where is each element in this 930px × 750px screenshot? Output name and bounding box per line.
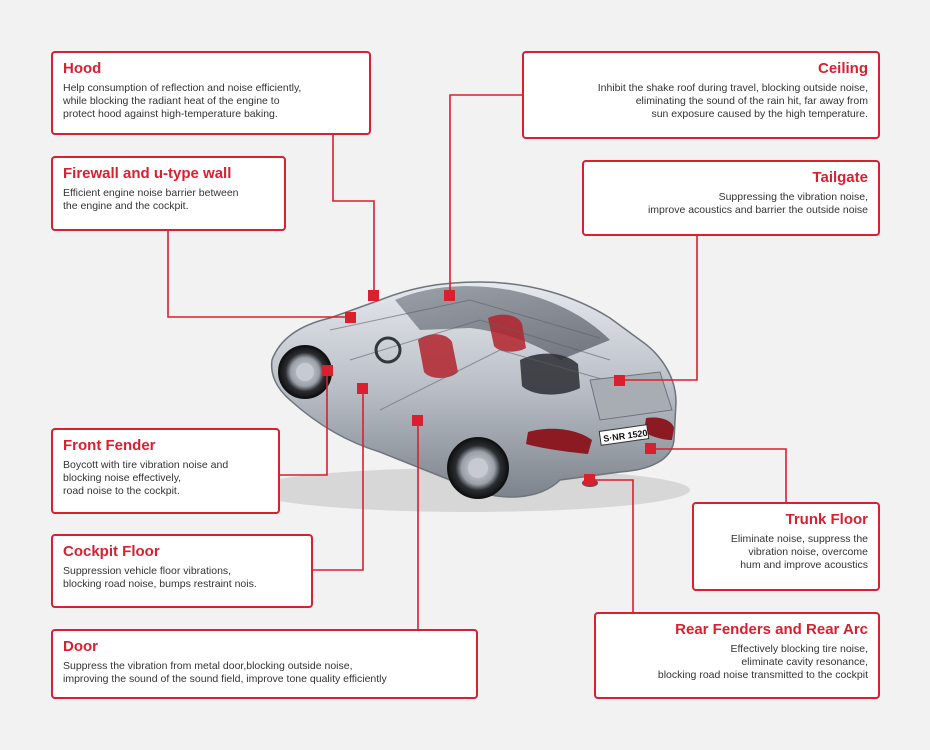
callout-cockpit-floor-text: Suppression vehicle floor vibrations, bl…: [63, 565, 257, 590]
callout-tailgate-text: Suppressing the vibration noise, improve…: [647, 191, 868, 216]
callout-trunk-floor-text: Eliminate noise, suppress the vibration …: [730, 533, 868, 571]
marker-trunk-floor: [645, 443, 656, 454]
callout-tailgate: Tailgate Suppressing the vibration noise…: [582, 160, 880, 236]
callout-hood-title: Hood: [63, 60, 102, 77]
car-trunk: [589, 371, 673, 421]
callout-cockpit-floor: Cockpit Floor Suppression vehicle floor …: [51, 534, 313, 608]
connector-tailgate: [620, 235, 698, 381]
connector-trunk-floor: [650, 448, 787, 503]
connector-firewall: [167, 230, 350, 318]
marker-front-fender: [322, 365, 333, 376]
callout-hood: Hood Help consumption of reflection and …: [51, 51, 371, 135]
callout-door-text: Suppress the vibration from metal door,b…: [63, 660, 387, 685]
license-plate: [598, 424, 650, 446]
callout-front-fender-text: Boycott with tire vibration noise and bl…: [63, 459, 229, 497]
connector-ceiling: [449, 94, 523, 295]
callout-rear-fenders: Rear Fenders and Rear Arc Effectively bl…: [594, 612, 880, 699]
car-seat-front: [418, 334, 458, 378]
marker-hood: [368, 290, 379, 301]
callout-tailgate-title: Tailgate: [812, 169, 868, 186]
connector-lines: [167, 94, 787, 630]
tail-light-left: [526, 428, 592, 454]
steering-wheel: [374, 336, 402, 364]
car-illustration: S·NR 1520: [250, 281, 690, 512]
marker-door: [412, 415, 423, 426]
car-seat-back: [520, 353, 580, 395]
callout-rear-fenders-title: Rear Fenders and Rear Arc: [675, 621, 868, 638]
callout-firewall-title: Firewall and u-type wall: [63, 165, 232, 182]
callout-ceiling-text: Inhibit the shake roof during travel, bl…: [597, 82, 868, 120]
connector-hood: [332, 134, 375, 295]
callout-ceiling: Ceiling Inhibit the shake roof during tr…: [522, 51, 880, 139]
marker-cockpit-floor: [357, 383, 368, 394]
callout-trunk-floor-title: Trunk Floor: [785, 511, 869, 528]
car-frame-lines: [329, 299, 641, 411]
front-wheel-hub: [296, 363, 314, 381]
callout-door-title: Door: [63, 638, 98, 655]
callout-cockpit-floor-title: Cockpit Floor: [63, 543, 160, 560]
marker-rear-fenders: [584, 474, 595, 485]
car-seat-rear: [488, 314, 526, 352]
tail-light-right: [644, 417, 674, 440]
connector-front-fender: [278, 370, 328, 476]
callout-front-fender-title: Front Fender: [63, 437, 156, 454]
connector-rear-fenders: [590, 479, 634, 613]
connector-cockpit-floor: [312, 390, 364, 571]
markers: [322, 290, 656, 485]
callout-front-fender: Front Fender Boycott with tire vibration…: [51, 428, 280, 514]
callout-door: Door Suppress the vibration from metal d…: [51, 629, 478, 699]
callout-firewall-text: Efficient engine noise barrier between t…: [63, 187, 239, 212]
callout-ceiling-title: Ceiling: [817, 60, 868, 77]
callout-rear-fenders-text: Effectively blocking tire noise, elimina…: [657, 643, 868, 681]
marker-ceiling: [444, 290, 455, 301]
marker-firewall: [345, 312, 356, 323]
callout-hood-text: Help consumption of reflection and noise…: [63, 82, 302, 120]
rear-wheel-hub: [468, 458, 488, 478]
callout-trunk-floor: Trunk Floor Eliminate noise, suppress th…: [692, 502, 880, 591]
marker-tailgate: [614, 375, 625, 386]
callout-firewall: Firewall and u-type wall Efficient engin…: [51, 156, 286, 231]
